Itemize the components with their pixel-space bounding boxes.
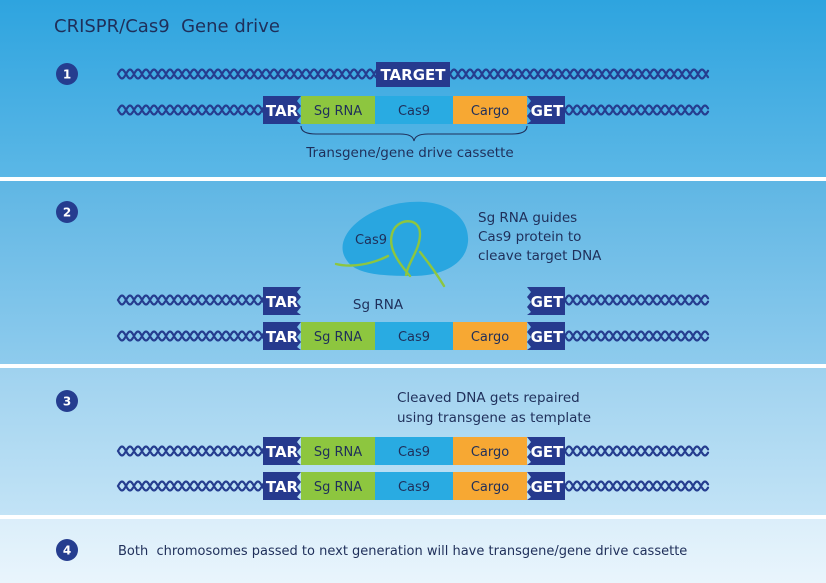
target-label: TARGET <box>380 66 446 84</box>
dna-strand <box>116 330 265 342</box>
panel-step-1 <box>0 0 826 177</box>
step1-transgenic-chromosome: TAR Sg RNA Cas9 Cargo GET <box>116 96 710 124</box>
cas9-segment <box>375 472 453 500</box>
tar-flank <box>263 322 301 350</box>
cargo-label: Cargo <box>471 480 509 495</box>
step-number-4: 4 <box>63 544 71 558</box>
get-label: GET <box>531 102 565 120</box>
step3-note-line-1: Cleaved DNA gets repaired <box>397 390 580 406</box>
dna-strand <box>116 294 265 306</box>
dna-strand <box>563 445 710 457</box>
dna-strand <box>563 294 710 306</box>
cargo-segment <box>453 96 527 124</box>
get-label: GET <box>531 328 565 346</box>
cassette-brace <box>300 125 528 142</box>
step-badge-3: 3 <box>56 390 78 412</box>
sg-rna-strand <box>334 220 446 288</box>
cas9-segment <box>375 437 453 465</box>
cargo-label: Cargo <box>471 104 509 119</box>
cas9-segment <box>375 96 453 124</box>
get-flank <box>527 437 565 465</box>
tar-flank <box>263 96 301 124</box>
get-label: GET <box>531 293 565 311</box>
panel-step-4 <box>0 519 826 583</box>
target-site-box <box>376 62 450 87</box>
cas9-protein-label: Cas9 <box>355 233 387 248</box>
step-badge-1: 1 <box>56 63 78 85</box>
cargo-label: Cargo <box>471 445 509 460</box>
tar-label: TAR <box>266 293 299 311</box>
tar-flank <box>263 472 301 500</box>
step3-transgenic-chromosome: TAR Sg RNA Cas9 Cargo GET <box>116 472 710 500</box>
get-flank <box>527 322 565 350</box>
cas9-segment <box>375 322 453 350</box>
sg-rna-label: Sg RNA <box>314 104 362 119</box>
cargo-label: Cargo <box>471 330 509 345</box>
dna-strand <box>563 480 710 492</box>
cargo-segment <box>453 322 527 350</box>
dna-strand <box>116 480 265 492</box>
tar-flank <box>263 287 301 315</box>
get-flank <box>527 472 565 500</box>
sg-rna-strand-label: Sg RNA <box>353 297 404 313</box>
step2-note-line-2: Cas9 protein to <box>478 229 581 245</box>
diagram-title: CRISPR/Cas9 Gene drive <box>54 16 280 37</box>
tar-label: TAR <box>266 328 299 346</box>
tar-label: TAR <box>266 478 299 496</box>
cas9-label: Cas9 <box>398 480 430 495</box>
sg-rna-label: Sg RNA <box>314 330 362 345</box>
sg-rna-segment <box>301 472 375 500</box>
sg-rna-label: Sg RNA <box>314 480 362 495</box>
sg-rna-label: Sg RNA <box>314 445 362 460</box>
cas9-complex: Cas9 Sg RNA <box>334 201 469 313</box>
dna-strand <box>116 68 378 80</box>
dna-strand <box>116 104 265 116</box>
cassette-caption: Transgene/gene drive cassette <box>305 145 513 161</box>
step4-note: Both chromosomes passed to next generati… <box>118 544 687 559</box>
cargo-segment <box>453 437 527 465</box>
get-flank <box>527 287 565 315</box>
get-label: GET <box>531 443 565 461</box>
tar-label: TAR <box>266 102 299 120</box>
step2-note-line-3: cleave target DNA <box>478 248 602 264</box>
dna-strand <box>563 330 710 342</box>
dna-strand <box>116 445 265 457</box>
sg-rna-segment <box>301 322 375 350</box>
step2-cleaved-chromosome: TAR GET <box>116 287 710 315</box>
cas9-label: Cas9 <box>398 104 430 119</box>
step2-note-line-1: Sg RNA guides <box>478 210 577 226</box>
get-label: GET <box>531 478 565 496</box>
step2-transgenic-chromosome: TAR Sg RNA Cas9 Cargo GET <box>116 322 710 350</box>
step-number-1: 1 <box>63 68 71 82</box>
sg-rna-segment <box>301 437 375 465</box>
cargo-segment <box>453 472 527 500</box>
step-badge-2: 2 <box>56 201 78 223</box>
sg-rna-segment <box>301 96 375 124</box>
step-number-3: 3 <box>63 395 71 409</box>
cas9-label: Cas9 <box>398 330 430 345</box>
get-flank <box>527 96 565 124</box>
step1-wild-type-chromosome: TARGET <box>116 62 710 87</box>
dna-strand <box>448 68 710 80</box>
cas9-label: Cas9 <box>398 445 430 460</box>
step3-note-line-2: using transgene as template <box>397 410 591 426</box>
cas9-protein-blob <box>342 201 469 276</box>
step-badge-4: 4 <box>56 539 78 561</box>
tar-flank <box>263 437 301 465</box>
tar-label: TAR <box>266 443 299 461</box>
dna-strand <box>563 104 710 116</box>
step-number-2: 2 <box>63 206 71 220</box>
step3-repaired-chromosome: TAR Sg RNA Cas9 Cargo GET <box>116 437 710 465</box>
